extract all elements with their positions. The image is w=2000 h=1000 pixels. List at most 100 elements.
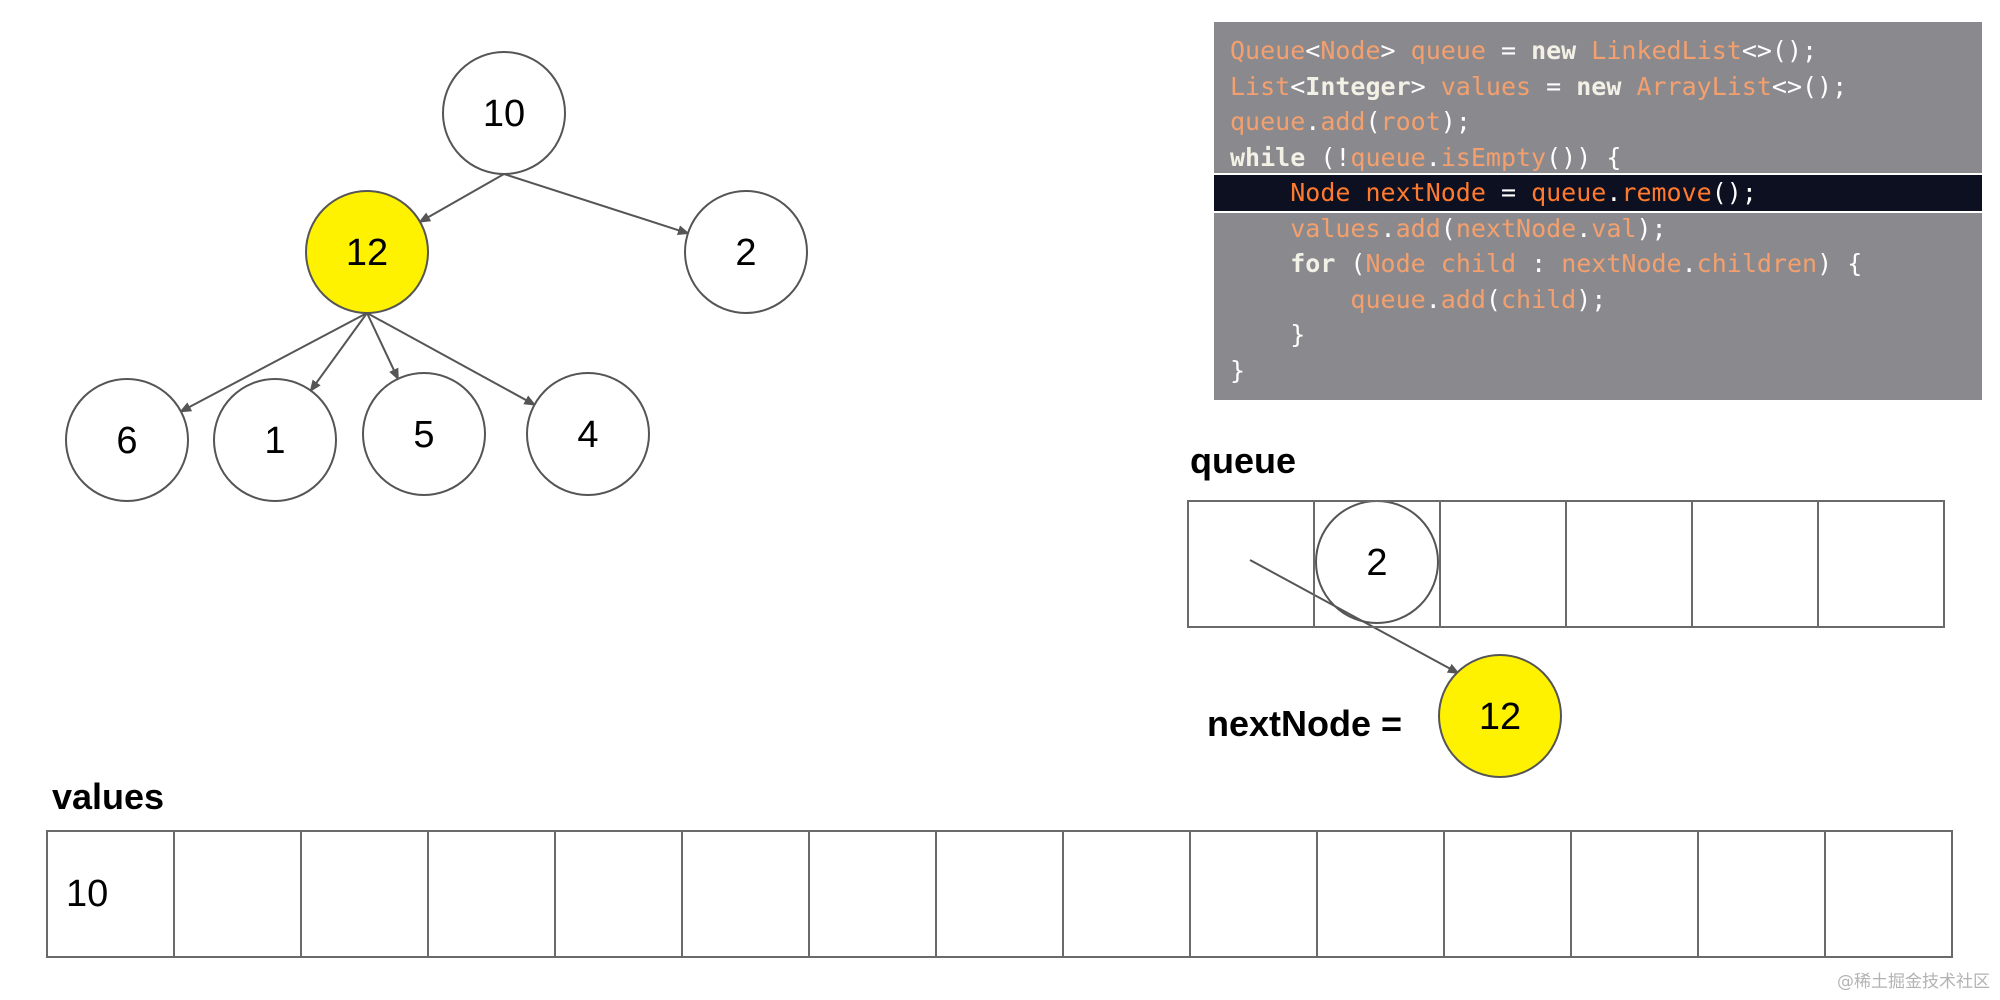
code-token: <>(); <box>1741 36 1818 65</box>
code-token: . <box>1681 249 1697 278</box>
queue-cell <box>1187 500 1315 628</box>
code-token: Integer <box>1305 71 1411 101</box>
code-token <box>1230 285 1350 314</box>
queue-cell <box>1565 500 1693 628</box>
tree-node-circle <box>305 190 429 314</box>
code-token: new <box>1576 71 1622 101</box>
values-cell: 10 <box>46 830 175 958</box>
tree-edge <box>418 173 505 223</box>
code-token: . <box>1380 213 1396 243</box>
tree-node-12: 12 <box>305 190 429 314</box>
code-token: < <box>1305 36 1321 65</box>
code-token: (); <box>1711 178 1757 207</box>
code-token: . <box>1576 213 1592 243</box>
dequeue-arrow <box>1249 559 1460 674</box>
code-token: Node <box>1365 249 1426 278</box>
values-cell <box>1316 830 1445 958</box>
code-token: while <box>1230 142 1306 172</box>
values-cell <box>1697 830 1826 958</box>
code-token: remove <box>1621 178 1712 207</box>
code-token: } <box>1230 320 1306 349</box>
values-cell <box>808 830 937 958</box>
queue-node-label: 2 <box>1366 542 1387 584</box>
tree-node-label: 6 <box>116 420 137 462</box>
tree-node-1: 1 <box>213 378 337 502</box>
code-token: values <box>1440 71 1532 101</box>
code-token: ); <box>1576 284 1607 314</box>
code-token <box>1621 72 1636 101</box>
tree-edge <box>366 312 537 406</box>
code-token: > <box>1410 71 1441 101</box>
code-token: LinkedList <box>1591 36 1742 65</box>
code-token: } <box>1230 355 1246 385</box>
code-line: for (Node child : nextNode.children) { <box>1214 246 1982 282</box>
code-token: . <box>1305 107 1321 136</box>
code-token: = <box>1485 36 1532 65</box>
code-line: queue.add(root); <box>1214 104 1982 140</box>
next-node-value: 12 <box>1479 696 1521 738</box>
watermark: @稀土掘金技术社区 <box>1837 972 1990 992</box>
code-token: = <box>1531 71 1577 101</box>
code-token: List <box>1230 71 1291 101</box>
tree-node-circle <box>362 372 486 496</box>
code-token: ( <box>1335 249 1366 278</box>
tree-node-10: 10 <box>442 51 566 175</box>
values-cell <box>1443 830 1572 958</box>
code-token: queue <box>1350 142 1426 172</box>
code-token: ( <box>1365 107 1381 136</box>
code-panel: Queue< Node > queue = new LinkedList<>(); L… <box>1212 22 1984 400</box>
code-token: child <box>1440 249 1517 278</box>
code-token: children <box>1696 249 1818 278</box>
code-token: Queue <box>1230 36 1306 65</box>
values-cell <box>681 830 810 958</box>
code-token <box>1230 249 1290 278</box>
code-token <box>1426 249 1441 278</box>
code-token: child <box>1500 284 1577 314</box>
tree-node-circle <box>213 378 337 502</box>
tree-node-label: 4 <box>577 414 598 456</box>
next-node-overlay: 2 12 <box>1249 500 1562 778</box>
code-token: ( <box>1485 284 1501 314</box>
tree-node-6: 6 <box>65 378 189 502</box>
code-token: queue <box>1410 36 1486 65</box>
code-line: Queue<Node> queue = new LinkedList<>(); <box>1214 33 1982 69</box>
tree-edges <box>179 173 690 413</box>
values-cell <box>1062 830 1191 958</box>
code-token: add <box>1395 213 1441 243</box>
code-token <box>1230 178 1290 207</box>
tree-node-label: 10 <box>483 93 525 135</box>
code-token: for <box>1290 249 1336 278</box>
tree-node-circle <box>684 190 808 314</box>
code-token: . <box>1425 284 1441 314</box>
code-token: ()) { <box>1546 142 1622 172</box>
code-token: add <box>1320 107 1366 136</box>
code-token: add <box>1440 284 1486 314</box>
tree-edge <box>366 312 399 381</box>
code-token: ); <box>1636 213 1667 243</box>
code-line: } <box>1214 317 1982 353</box>
tree-node-label: 2 <box>735 232 756 274</box>
tree-node-2: 2 <box>684 190 808 314</box>
code-line: queue.add(child); <box>1214 282 1982 318</box>
queue-cell <box>1313 500 1441 628</box>
code-token: . <box>1606 178 1622 207</box>
tree-edge <box>179 312 368 413</box>
values-cell <box>300 830 429 958</box>
queue-label: queue <box>1190 440 1297 481</box>
code-line: values.add(nextNode.val); <box>1214 211 1982 247</box>
tree-edge <box>309 312 368 393</box>
code-token: . <box>1425 142 1441 172</box>
tree-node-circle <box>442 51 566 175</box>
tree-node-label: 1 <box>264 420 285 462</box>
values-cell <box>554 830 683 958</box>
values-label: values <box>52 776 165 817</box>
code-line-current: Node nextNode = queue.remove(); <box>1212 173 1984 213</box>
code-token: ( <box>1440 213 1456 243</box>
values-cell <box>935 830 1064 958</box>
tree-node-4: 4 <box>526 372 650 496</box>
code-token: val <box>1591 213 1637 243</box>
queue-cell <box>1691 500 1819 628</box>
code-token: queue <box>1230 107 1306 136</box>
